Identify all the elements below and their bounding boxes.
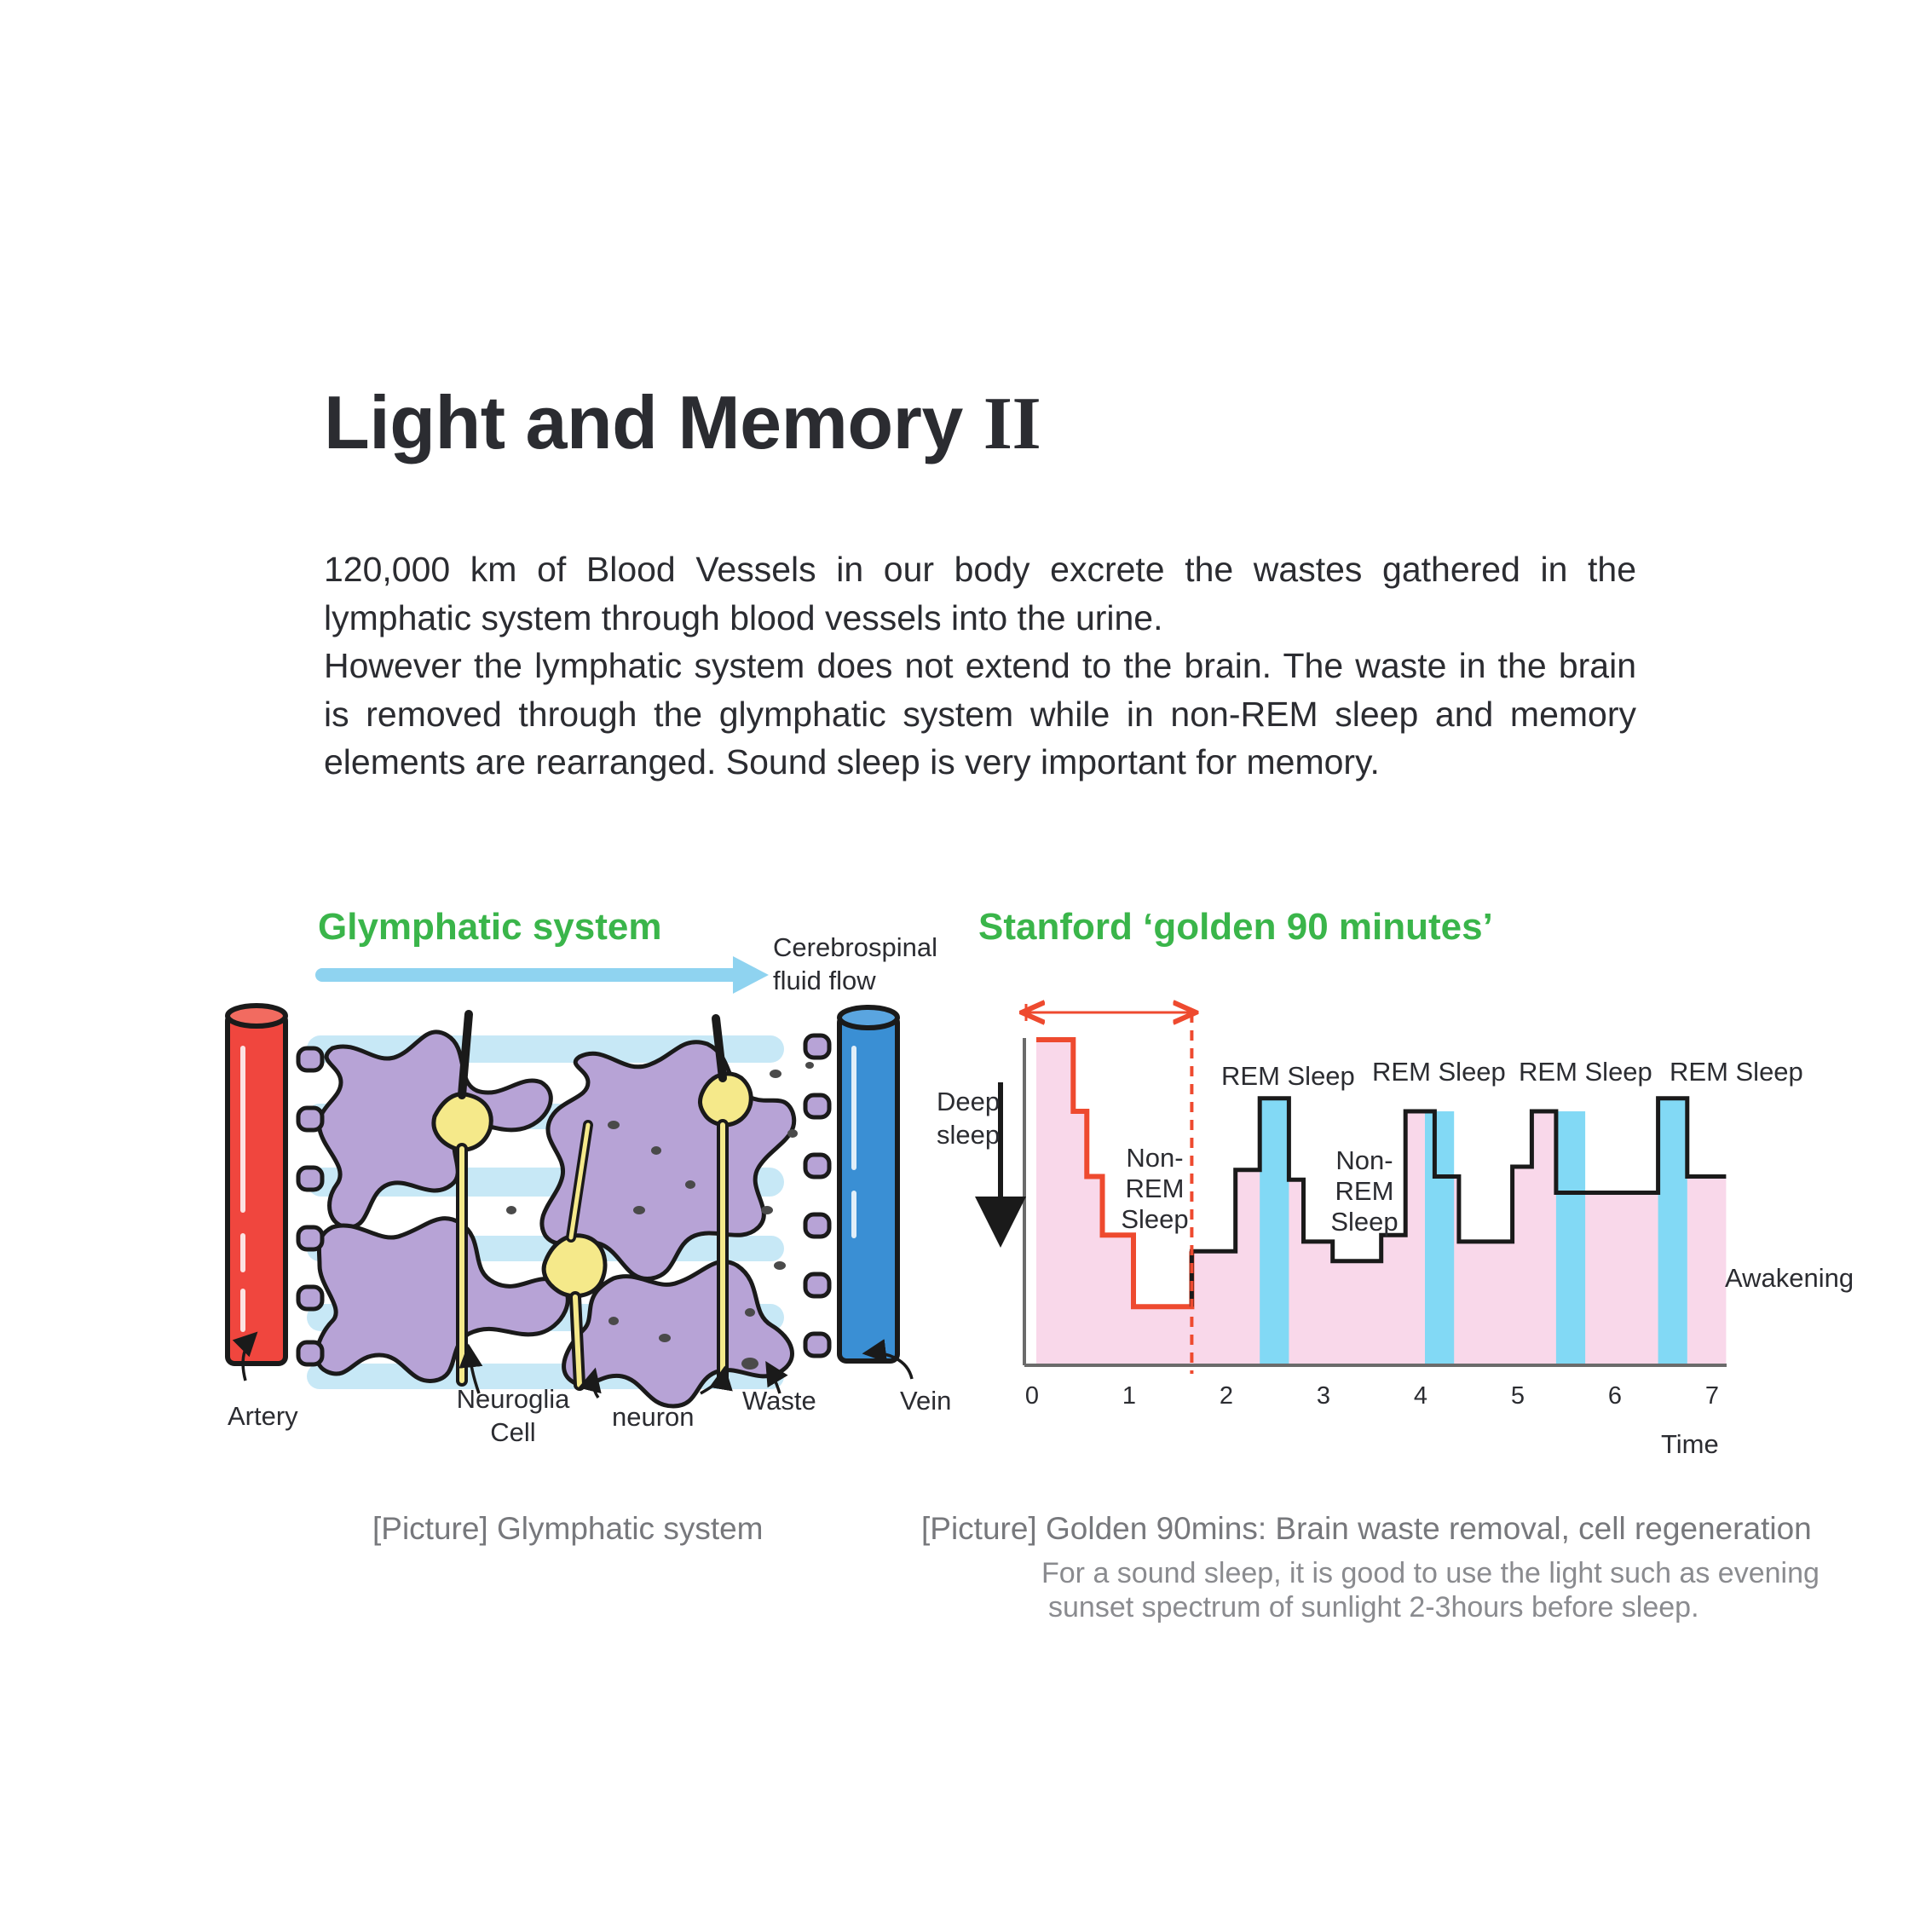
neuroglia-label-line-2: Cell (490, 1417, 536, 1447)
glymphatic-title: Glymphatic system (318, 906, 662, 948)
neuroglia-label: Neuroglia Cell (453, 1382, 573, 1449)
intro-paragraph-2: However the lymphatic system does not ex… (324, 646, 1636, 781)
nonrem-label-1-line-3: Sleep (1121, 1204, 1189, 1234)
rem-label-4: REM Sleep (1670, 1057, 1803, 1087)
glymphatic-illustration (225, 956, 914, 1409)
nonrem-label-2: Non- REM Sleep (1318, 1145, 1411, 1237)
nonrem-label-2-line-1: Non- (1335, 1145, 1393, 1175)
title-text: Light and Memory (324, 380, 963, 464)
later-cycles-line (1189, 1096, 1727, 1307)
x-tick-3: 3 (1317, 1382, 1330, 1410)
neuroglia-label-line-1: Neuroglia (456, 1384, 570, 1414)
x-tick-4: 4 (1414, 1382, 1427, 1410)
csf-flow-label-line-2: fluid flow (773, 966, 876, 995)
rem-band-3 (1555, 1111, 1586, 1365)
waste-label: Waste (742, 1386, 816, 1416)
rem-label-1: REM Sleep (1221, 1061, 1355, 1091)
sleep-chart-title: Stanford ‘golden 90 minutes’ (978, 906, 1493, 948)
x-axis-label: Time (1661, 1429, 1719, 1459)
glymphatic-caption: [Picture] Glymphatic system (372, 1511, 764, 1546)
page-title: Light and Memory II (324, 379, 1041, 467)
x-tick-1: 1 (1122, 1382, 1136, 1410)
nonrem-label-1: Non- REM Sleep (1108, 1143, 1202, 1235)
nonrem-label-2-line-2: REM (1335, 1176, 1394, 1206)
nonrem-label-1-line-1: Non- (1126, 1143, 1184, 1173)
intro-paragraph-1: 120,000 km of Blood Vessels in our body … (324, 550, 1636, 637)
csf-flow-label-line-1: Cerebrospinal (773, 932, 937, 962)
sleep-note-line-1: For a sound sleep, it is good to use the… (1041, 1557, 1820, 1589)
deep-sleep-label-line-1: Deep (937, 1087, 1001, 1116)
rem-label-2: REM Sleep (1372, 1057, 1506, 1087)
rem-bands (1260, 1098, 1687, 1365)
intro-text: 120,000 km of Blood Vessels in our body … (324, 545, 1636, 787)
sleep-area-fill (1036, 1040, 1727, 1365)
csf-flow-arrow (315, 956, 769, 994)
x-tick-0: 0 (1025, 1382, 1039, 1410)
label-pointer-arrows (232, 1331, 914, 1399)
golden-window-marker (1024, 1004, 1193, 1374)
neurons (431, 1010, 753, 1391)
nonrem-label-2-line-3: Sleep (1330, 1207, 1399, 1237)
csf-flow-label: Cerebrospinal fluid flow (773, 931, 937, 997)
deep-sleep-label-line-2: sleep (937, 1120, 1001, 1150)
title-numeral: II (983, 383, 1041, 465)
x-tick-5: 5 (1511, 1382, 1525, 1410)
first-cycle-line (1036, 1037, 1195, 1310)
awakening-label: Awakening (1725, 1263, 1854, 1293)
sleep-note-line-2: sunset spectrum of sunlight 2-3hours bef… (1048, 1591, 1699, 1623)
x-tick-2: 2 (1220, 1382, 1233, 1410)
sleep-cycle-chart: 0 1 2 3 4 5 6 7 (975, 980, 1727, 1410)
x-tick-7: 7 (1705, 1382, 1719, 1410)
rem-band-2 (1425, 1111, 1455, 1365)
sleep-area (1036, 1040, 1727, 1365)
sleep-note: For a sound sleep, it is good to use the… (1041, 1556, 1851, 1624)
neuron-label: neuron (612, 1402, 695, 1432)
sleep-depth-line (1036, 1037, 1727, 1310)
rem-band-1 (1260, 1098, 1289, 1365)
artery-vessel (225, 1003, 288, 1366)
artery-label: Artery (228, 1401, 298, 1431)
waste-particles (506, 1062, 814, 1370)
glia-end-feet (296, 1033, 832, 1367)
x-tick-6: 6 (1608, 1382, 1622, 1410)
vein-label: Vein (900, 1386, 952, 1416)
rem-band-4 (1658, 1098, 1687, 1365)
nonrem-label-1-line-2: REM (1125, 1174, 1185, 1203)
rem-label-3: REM Sleep (1519, 1057, 1652, 1087)
sleep-chart-caption: [Picture] Golden 90mins: Brain waste rem… (921, 1511, 1812, 1546)
deep-sleep-label: Deep sleep (937, 1085, 1000, 1151)
x-tick-labels: 0 1 2 3 4 5 6 7 (1025, 1382, 1719, 1410)
vein-vessel (837, 1005, 900, 1364)
